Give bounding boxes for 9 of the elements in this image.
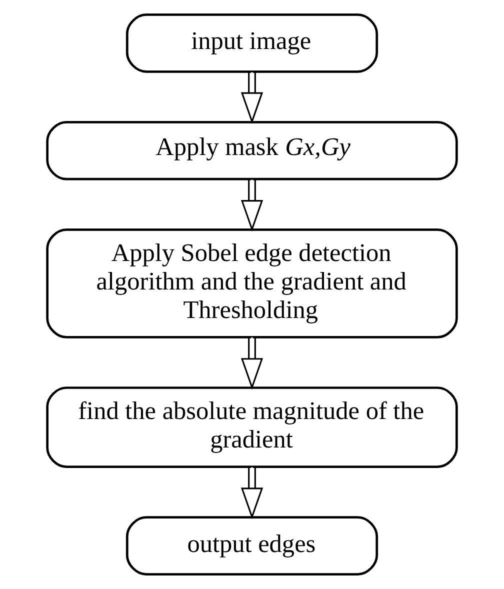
arrow bbox=[240, 467, 264, 520]
node-box: Apply mask Gx,Gy bbox=[46, 121, 458, 180]
node-box: Apply Sobel edge detection algorithm and the gradient and Thresholding bbox=[46, 228, 458, 338]
node-box: output edges bbox=[126, 516, 378, 576]
arrow bbox=[240, 180, 264, 232]
arrow bbox=[240, 72, 264, 124]
node-box: find the absolute magnitude of the gradient bbox=[46, 386, 458, 468]
node-box: input image bbox=[126, 14, 378, 73]
arrow bbox=[240, 337, 264, 390]
